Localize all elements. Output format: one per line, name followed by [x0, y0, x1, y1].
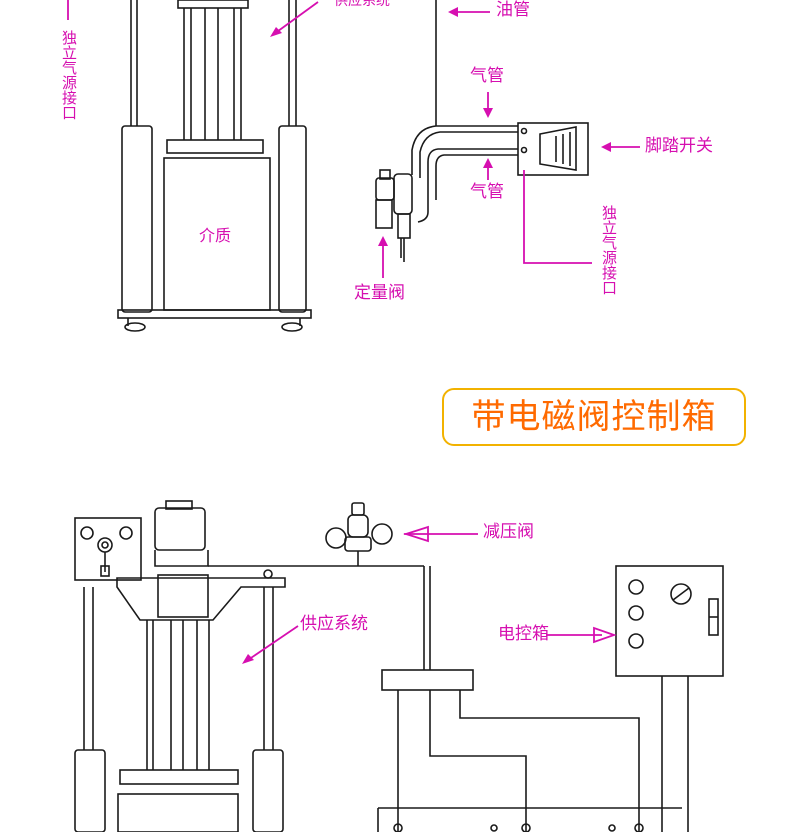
independent-air-label-right: 独立气源接口	[600, 205, 618, 295]
section-title: 带电磁阀控制箱	[471, 397, 717, 437]
independent-air-label-left: 独立气源接口	[60, 30, 78, 120]
top-supply-machine	[117, 0, 312, 332]
control-box-label: 电控箱	[498, 624, 549, 644]
title-banner: 带电磁阀控制箱	[442, 388, 746, 446]
metering-valve-label: 定量阀	[354, 283, 405, 303]
bottom-piping	[377, 566, 689, 832]
pressure-valve-drawing	[325, 502, 393, 566]
medium-label: 介质	[199, 226, 232, 245]
control-box-drawing	[615, 565, 724, 677]
foot-switch-drawing	[517, 122, 589, 176]
air-pipe-top-label: 气管	[470, 66, 504, 86]
supply-system-label-bottom: 供应系统	[300, 614, 368, 634]
top-piping	[411, 0, 518, 223]
foot-switch-label: 脚踏开关	[645, 136, 713, 156]
arrow-heads	[242, 7, 611, 664]
supply-system-label-top: 供应系统	[334, 0, 390, 9]
bottom-supply-machine	[74, 500, 424, 832]
pressure-valve-label: 减压阀	[483, 522, 534, 542]
leader-lines	[67, 0, 640, 663]
metering-valve-drawing	[375, 169, 413, 262]
air-pipe-bottom-label: 气管	[470, 182, 504, 202]
oil-pipe-label: 油管	[496, 0, 530, 20]
